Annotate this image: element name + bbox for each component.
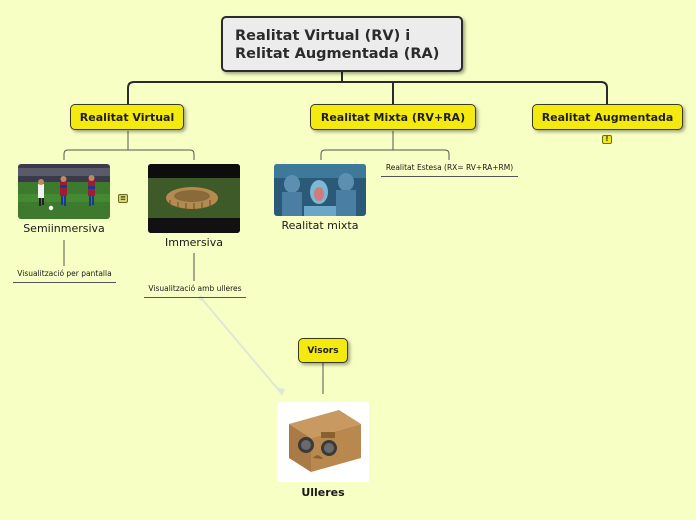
player-figures (38, 175, 95, 211)
visualitzacio-pantalla-underline (13, 282, 116, 283)
immersiva-label[interactable]: Immersiva (164, 236, 223, 249)
notes-icon[interactable]: ≡ (118, 194, 128, 203)
mixed-reality-surgery-image (274, 164, 366, 216)
relation-arrowhead (276, 387, 285, 396)
topic-realitat-virtual[interactable]: Realitat Virtual (70, 104, 184, 130)
topic-realitat-mixta[interactable]: Realitat Mixta (RV+RA) (310, 104, 476, 130)
topic-visors[interactable]: Visors (298, 338, 348, 363)
colosseum-vr-image (148, 164, 240, 233)
rv-branch (63, 149, 195, 160)
info-icon[interactable]: ! (602, 135, 612, 144)
topic-realitat-augmentada[interactable]: Realitat Augmentada (532, 104, 683, 130)
visualitzacio-ulleres-label[interactable]: Visualització amb ulleres (148, 284, 242, 293)
cardboard-headset-image (277, 402, 369, 482)
relation-connector (198, 295, 285, 396)
sub-connectors (63, 131, 450, 394)
ulleres-label[interactable]: Ulleres (301, 486, 345, 499)
root-branch-right (342, 81, 608, 104)
semiinmersiva-label[interactable]: Semiinmersiva (23, 222, 105, 235)
realitat-mixta-label[interactable]: Realitat mixta (281, 219, 359, 232)
visualitzacio-ulleres-underline (144, 297, 246, 298)
relation-endpoint (198, 295, 204, 301)
football-game-image (18, 164, 110, 219)
realitat-estesa-label[interactable]: Realitat Estesa (RX= RV+RA+RM) (385, 163, 514, 172)
root-topic[interactable]: Realitat Virtual (RV) i Relitat Augmenta… (221, 16, 463, 72)
rm-branch (320, 149, 450, 160)
visualitzacio-pantalla-label[interactable]: Visualització per pantalla (17, 269, 112, 278)
root-connectors (127, 72, 608, 104)
root-branch-left (127, 81, 342, 104)
realitat-estesa-underline (381, 176, 518, 177)
